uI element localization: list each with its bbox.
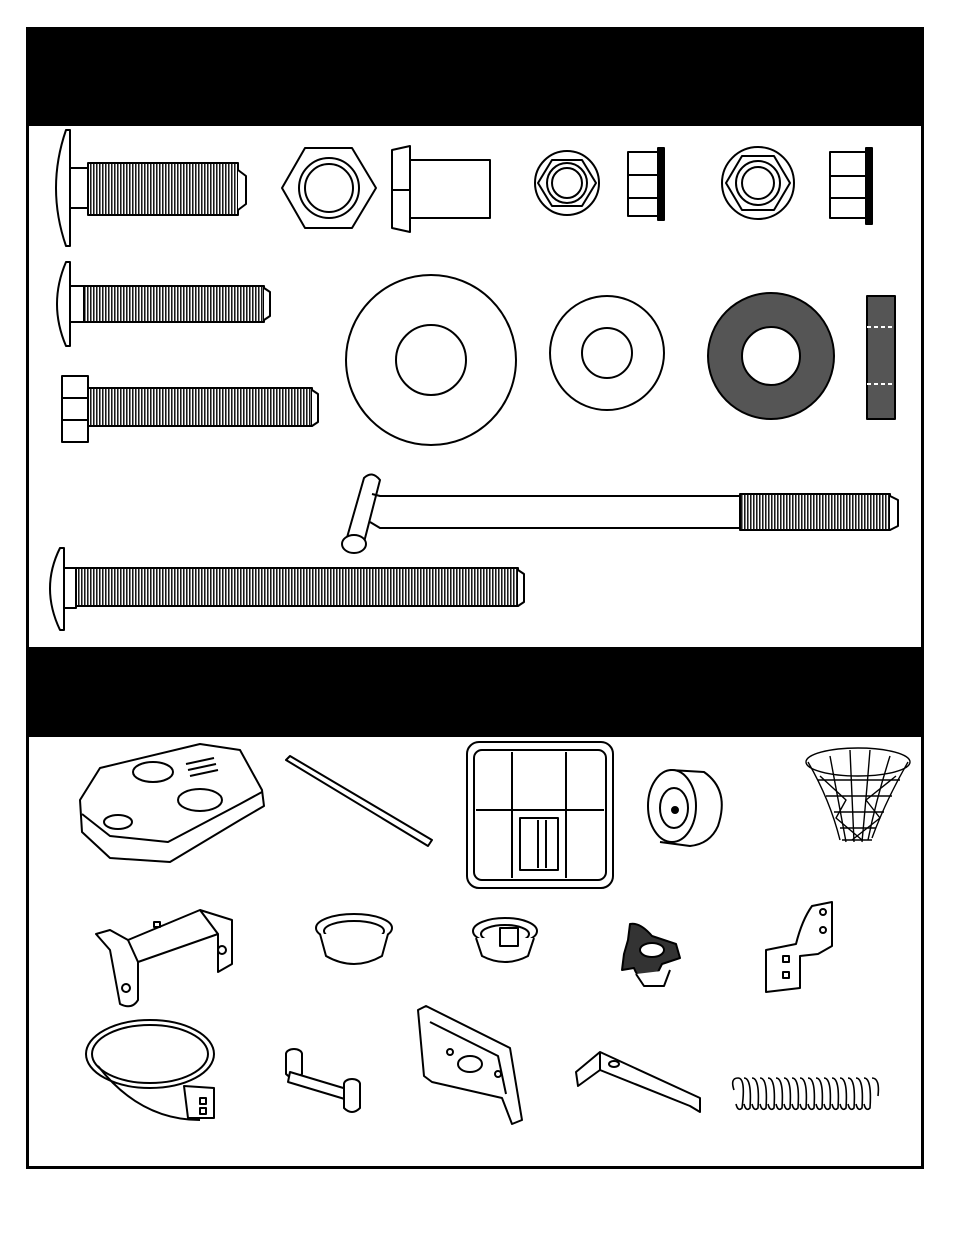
flange-nut-icon bbox=[722, 147, 794, 219]
rim-mount-icon bbox=[418, 1006, 522, 1124]
hex-nut-icon bbox=[282, 148, 376, 228]
flange-nut-side-icon bbox=[628, 148, 664, 220]
cap-icon bbox=[316, 914, 392, 964]
flange-nut-icon bbox=[535, 151, 599, 215]
hex-nut-side-icon bbox=[392, 146, 490, 232]
l-bolt-icon bbox=[342, 474, 898, 553]
rod-icon bbox=[286, 756, 432, 846]
link-arm-icon bbox=[286, 1049, 360, 1112]
channel-plate-icon bbox=[576, 1052, 700, 1112]
knob-icon bbox=[622, 924, 680, 986]
washer-icon bbox=[550, 296, 664, 410]
rubber-washer-side-icon bbox=[867, 296, 895, 419]
backboard-icon bbox=[467, 742, 613, 888]
rubber-washer-icon bbox=[708, 293, 834, 419]
flange-nut-side-icon bbox=[830, 148, 872, 224]
carriage-bolt-icon bbox=[56, 130, 246, 246]
base-icon bbox=[80, 744, 264, 862]
u-bracket-icon bbox=[96, 910, 232, 1006]
cap-icon bbox=[473, 918, 537, 962]
washer-icon bbox=[346, 275, 516, 445]
spring-icon bbox=[733, 1078, 879, 1109]
carriage-bolt-icon bbox=[50, 548, 524, 630]
carriage-bolt-icon bbox=[57, 262, 270, 346]
wheel-icon bbox=[648, 770, 722, 846]
net-icon bbox=[806, 748, 910, 842]
rim-icon bbox=[86, 1020, 214, 1120]
offset-bracket-icon bbox=[766, 902, 832, 992]
hex-bolt-icon bbox=[62, 376, 318, 442]
